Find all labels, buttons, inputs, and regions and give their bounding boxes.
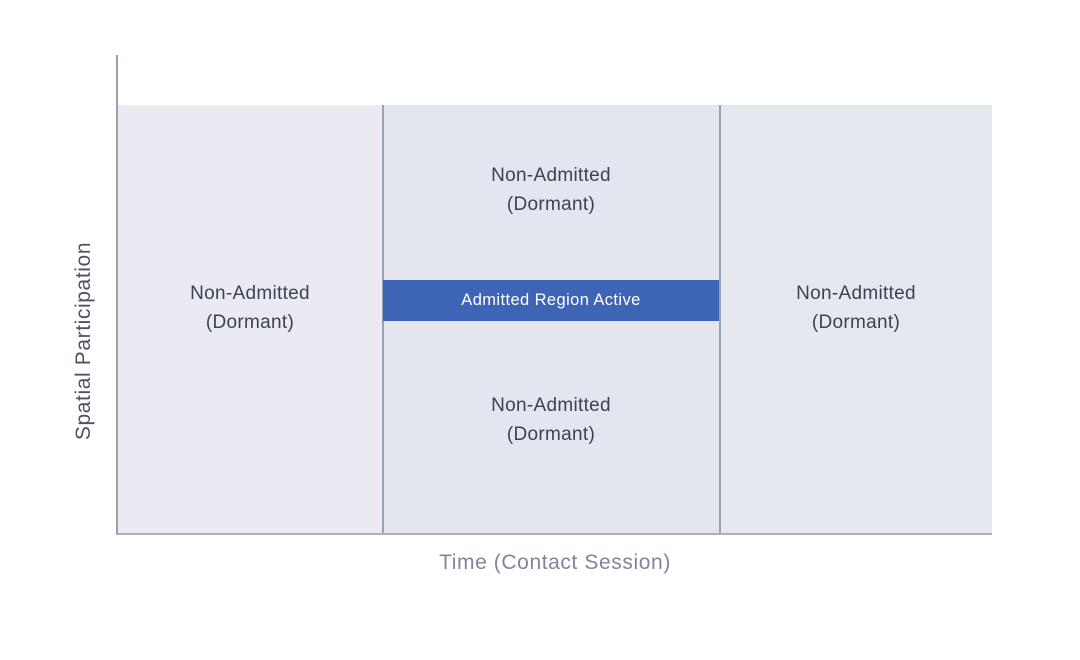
region-label-middle-top-line1: Non-Admitted bbox=[491, 165, 611, 186]
y-axis-line bbox=[116, 55, 118, 535]
region-left-dormant bbox=[118, 105, 382, 533]
region-label-middle-top-line2: (Dormant) bbox=[506, 194, 596, 215]
region-label-right: Non-Admitted (Dormant) bbox=[796, 279, 916, 337]
plot-area: Non-Admitted (Dormant) Non-Admitted (Dor… bbox=[118, 105, 992, 535]
x-axis-label: Time (Contact Session) bbox=[439, 551, 671, 574]
region-label-middle-bottom-line1: Non-Admitted bbox=[491, 395, 611, 416]
region-right-dormant bbox=[721, 105, 992, 533]
region-label-middle-bottom-line2: (Dormant) bbox=[506, 424, 596, 445]
admitted-region-active-band: Admitted Region Active bbox=[383, 280, 719, 321]
region-label-left-line2: (Dormant) bbox=[205, 312, 295, 333]
admitted-region-active-label: Admitted Region Active bbox=[461, 291, 641, 309]
y-axis-label: Spatial Participation bbox=[72, 241, 95, 441]
region-label-left-line1: Non-Admitted bbox=[190, 283, 310, 304]
region-label-left: Non-Admitted (Dormant) bbox=[190, 279, 310, 337]
region-label-right-line1: Non-Admitted bbox=[796, 283, 916, 304]
region-label-middle-top: Non-Admitted (Dormant) bbox=[491, 161, 611, 219]
region-label-right-line2: (Dormant) bbox=[811, 312, 901, 333]
region-label-middle-bottom: Non-Admitted (Dormant) bbox=[491, 391, 611, 449]
session-end-divider bbox=[719, 105, 721, 533]
